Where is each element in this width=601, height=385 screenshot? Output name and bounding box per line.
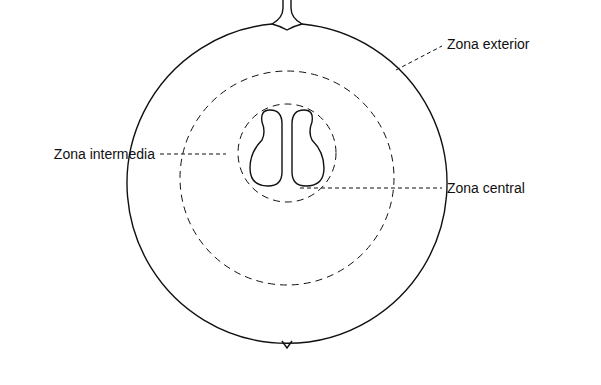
outer-zone-boundary	[180, 71, 394, 285]
leader-line	[300, 188, 442, 189]
bottom-tip	[282, 341, 292, 348]
seed	[292, 110, 324, 186]
leader-line	[160, 154, 226, 155]
central-zone-boundary	[238, 104, 336, 202]
stem	[272, 0, 302, 30]
zone-label: Zona exterior	[447, 36, 529, 52]
fruit-outline	[127, 24, 447, 343]
seed	[250, 110, 282, 186]
zone-label: Zona intermedia	[54, 146, 155, 162]
zone-label: Zona central	[447, 180, 525, 196]
leader-line	[396, 46, 442, 70]
